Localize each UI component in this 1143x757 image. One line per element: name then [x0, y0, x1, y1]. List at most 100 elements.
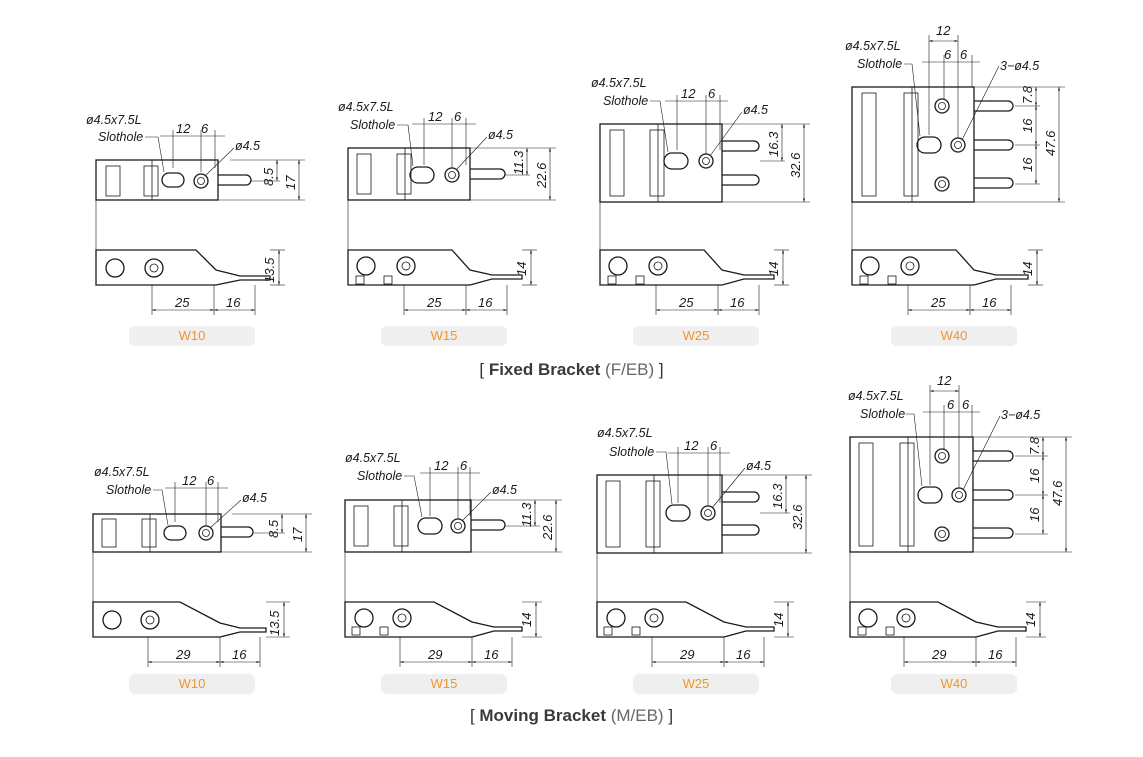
moving-w15-dim-h2: 22.6 — [540, 514, 555, 541]
moving-w40-dim-h2: 47.6 — [1050, 480, 1065, 506]
fixed-w10-dim-12: 12 — [176, 121, 191, 136]
fixed-w15-dim-h1: 11.3 — [511, 150, 526, 175]
fixed-w10-dim-b1: 25 — [174, 295, 190, 310]
moving-w15-hole-label: ø4.5 — [492, 483, 517, 497]
fixed-w10-hole-label: ø4.5 — [235, 139, 260, 153]
fixed-w15-drawing: 12 6 11.3 22.6 14 25 16 ø4.5x7.5L Slotho… — [338, 100, 556, 315]
moving-w25-dim-12: 12 — [684, 438, 699, 453]
title-code: (F/EB) — [600, 360, 655, 379]
moving-w10-dim-b1: 29 — [175, 647, 190, 662]
fixed-w25-dim-6: 6 — [708, 86, 716, 101]
moving-w40-drawing: 12 6 6 7.8 16 16 47.6 14 29 16 ø4.5x7.5L… — [848, 373, 1072, 667]
fixed-w40-hole-label: 3−ø4.5 — [1000, 59, 1039, 73]
moving-w40-dim-b2: 16 — [988, 647, 1003, 662]
fixed-w40-slot-label2: Slothole — [857, 57, 902, 71]
fixed-w40-dim-12: 12 — [936, 23, 951, 38]
moving-w25-dim-h2: 32.6 — [790, 504, 805, 530]
fixed-w25-slot-label: ø4.5x7.5L — [591, 76, 647, 90]
moving-w10-slot-label: ø4.5x7.5L — [94, 465, 150, 479]
moving-w40-dim-6a: 6 — [947, 397, 955, 412]
moving-w10-dim-h3: 13.5 — [267, 610, 282, 636]
fixed-w25-slot-label2: Slothole — [603, 94, 648, 108]
section-title-fixed: [ Fixed Bracket (F/EB) ] — [0, 360, 1143, 380]
fixed-w40-dim-6b: 6 — [960, 47, 968, 62]
fixed-w15-dim-b1: 25 — [426, 295, 442, 310]
fixed-w25-dim-h1: 16.3 — [766, 131, 781, 157]
moving-w25-slot-label: ø4.5x7.5L — [597, 426, 653, 440]
fixed-w15-dim-b2: 16 — [478, 295, 493, 310]
moving-w25-dim-h3: 14 — [771, 613, 786, 627]
moving-w15-dim-6: 6 — [460, 458, 468, 473]
fixed-w10-dim-6: 6 — [201, 121, 209, 136]
moving-w25-dim-6: 6 — [710, 438, 718, 453]
moving-w10-dim-h1: 8.5 — [266, 519, 281, 538]
moving-w15-slot-label: ø4.5x7.5L — [345, 451, 401, 465]
title-close: ] — [654, 360, 664, 379]
fixed-w40-dim-h1b: 16 — [1020, 118, 1035, 133]
moving-w40-dim-12: 12 — [937, 373, 952, 388]
moving-w25-dim-b2: 16 — [736, 647, 751, 662]
fixed-w10-dim-h3: 13.5 — [262, 257, 277, 283]
moving-w15-dim-b1: 29 — [427, 647, 442, 662]
moving-w15-dim-12: 12 — [434, 458, 449, 473]
fixed-w10-dim-h2: 17 — [283, 175, 298, 190]
section-title-moving: [ Moving Bracket (M/EB) ] — [0, 706, 1143, 726]
fixed-w25-dim-b1: 25 — [678, 295, 694, 310]
fixed-w15-dim-h2: 22.6 — [534, 162, 549, 189]
badge-moving-w40: W40 — [891, 674, 1017, 694]
title-close: ] — [663, 706, 674, 725]
moving-w25-dim-h1: 16.3 — [770, 483, 785, 509]
fixed-w15-dim-h3: 14 — [514, 262, 529, 276]
title-open: [ — [479, 360, 489, 379]
fixed-w40-dim-b2: 16 — [982, 295, 997, 310]
moving-w40-slot-label: ø4.5x7.5L — [848, 389, 904, 403]
moving-w10-dim-12: 12 — [182, 473, 197, 488]
fixed-w10-drawing: 12 6 8.5 17 13.5 25 16 ø4.5x7.5L Slothol… — [86, 113, 305, 315]
moving-w10-dim-b2: 16 — [232, 647, 247, 662]
fixed-w15-slot-label2: Slothole — [350, 118, 395, 132]
title-bold: Moving Bracket — [479, 706, 606, 725]
title-code: (M/EB) — [605, 706, 664, 725]
fixed-w15-dim-12: 12 — [428, 109, 443, 124]
fixed-w10-slot-label2: Slothole — [98, 130, 143, 144]
moving-w10-slot-label2: Slothole — [106, 483, 151, 497]
badge-fixed-w25: W25 — [633, 326, 759, 346]
fixed-w40-dim-h1: 7.8 — [1020, 85, 1035, 104]
fixed-w15-dim-6: 6 — [454, 109, 462, 124]
moving-w10-dim-h2: 17 — [290, 527, 305, 542]
fixed-w40-slot-label: ø4.5x7.5L — [845, 39, 901, 53]
fixed-w25-dim-12: 12 — [681, 86, 696, 101]
fixed-w40-dim-h3: 14 — [1020, 262, 1035, 276]
moving-w40-hole-label: 3−ø4.5 — [1001, 408, 1040, 422]
moving-w10-hole-label: ø4.5 — [242, 491, 267, 505]
fixed-w10-dim-h1: 8.5 — [261, 167, 276, 186]
fixed-w15-slot-label: ø4.5x7.5L — [338, 100, 394, 114]
moving-w40-dim-h3: 14 — [1023, 613, 1038, 627]
moving-w25-dim-b1: 29 — [679, 647, 694, 662]
fixed-w40-drawing: 12 6 6 7.8 16 16 47.6 14 25 16 ø4.5x7.5L… — [845, 23, 1065, 315]
fixed-w25-dim-h2: 32.6 — [788, 152, 803, 178]
moving-w15-dim-b2: 16 — [484, 647, 499, 662]
moving-w25-drawing: 12 6 16.3 32.6 14 29 16 ø4.5x7.5L Slotho… — [596, 426, 812, 667]
moving-w15-dim-h1: 11.3 — [519, 502, 534, 527]
fixed-w25-drawing: 12 6 16.3 32.6 14 25 16 ø4.5x7.5L Slotho… — [591, 76, 810, 315]
badge-moving-w25: W25 — [633, 674, 759, 694]
badge-fixed-w10: W10 — [129, 326, 255, 346]
title-open: [ — [469, 706, 480, 725]
fixed-w10-slot-label: ø4.5x7.5L — [86, 113, 142, 127]
moving-w10-drawing: 12 6 8.5 17 13.5 29 16 ø4.5x7.5L Slothol… — [92, 465, 312, 667]
fixed-w10-dim-b2: 16 — [226, 295, 241, 310]
moving-w15-slot-label2: Slothole — [357, 469, 402, 483]
moving-w40-slot-label2: Slothole — [860, 407, 905, 421]
fixed-w15-hole-label: ø4.5 — [488, 128, 513, 142]
badge-fixed-w40: W40 — [891, 326, 1017, 346]
moving-w25-hole-label: ø4.5 — [746, 459, 771, 473]
moving-w40-dim-b1: 29 — [931, 647, 946, 662]
moving-w15-drawing: 12 6 11.3 22.6 14 29 16 ø4.5x7.5L Slotho… — [344, 451, 562, 667]
moving-w25-slot-label2: Slothole — [609, 445, 654, 459]
moving-w40-dim-6b: 6 — [962, 397, 970, 412]
fixed-w40-dim-h2: 47.6 — [1043, 130, 1058, 156]
fixed-w25-dim-h3: 14 — [766, 262, 781, 276]
moving-w10-dim-6: 6 — [207, 473, 215, 488]
